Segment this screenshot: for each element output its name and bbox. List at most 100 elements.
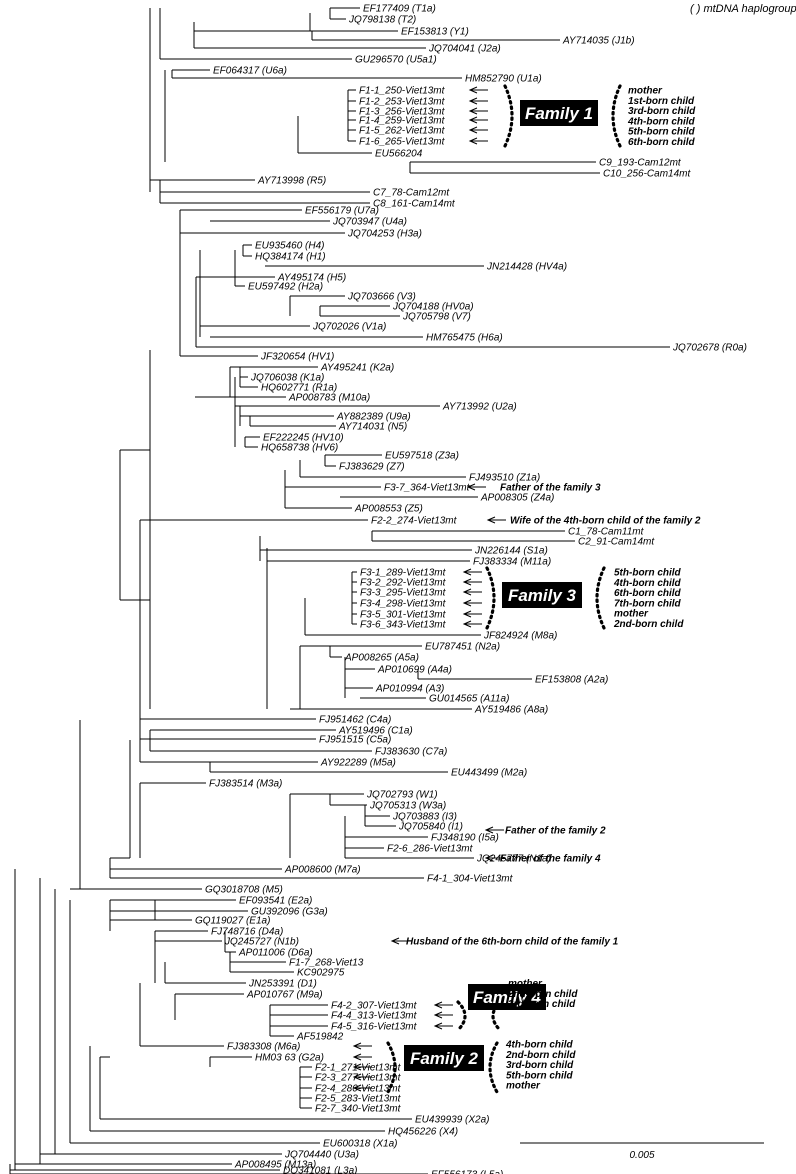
arrow-head	[433, 1022, 443, 1030]
haplogroup-label: (H5)	[324, 273, 346, 284]
family-role-label: 5th-born child	[506, 1070, 574, 1081]
leaf-label: AY882389 (U9a)	[336, 412, 411, 423]
leaf-label: FJ493510 (Z1a)	[469, 473, 540, 484]
leaf-label: F3-2_292-Viet13mt	[360, 578, 447, 589]
leaf-label: JQ702678 (R0a)	[672, 343, 747, 354]
leaf-accession: JQ798138	[348, 15, 396, 26]
haplogroup-label: (N5)	[385, 422, 407, 433]
arrow-head	[352, 1073, 362, 1081]
family-role-label: mother	[506, 1081, 541, 1092]
family-label: Family 3	[508, 586, 577, 605]
haplogroup-label: (D1)	[295, 979, 317, 990]
haplogroup-label: (H2a)	[295, 282, 323, 293]
leaf-label: JQ245777 (N1a)	[476, 854, 551, 865]
leaf-accession: EU566204	[375, 149, 423, 160]
family-label: Family 4	[473, 988, 542, 1007]
leaf-accession: EU443499	[451, 768, 499, 779]
haplogroup-label: (J2a)	[475, 44, 501, 55]
annotation-label: Father of the family 2	[505, 826, 606, 837]
family-role-label: 6th-born child	[614, 588, 682, 599]
leaf-label: HM765475 (H6a)	[426, 333, 503, 344]
leaf-label: HM852790 (U1a)	[465, 74, 542, 85]
leaf-label: HM03 63 (G2a)	[255, 1053, 324, 1064]
leaf-accession: AP008265	[344, 653, 392, 664]
leaf-accession: F3-1_289-Viet13mt	[360, 568, 447, 579]
leaf-label: F2-4_280-Viet13mt	[315, 1084, 402, 1095]
leaf-label: JN214428 (HV4a)	[486, 262, 567, 273]
haplogroup-label: (N1b)	[271, 937, 299, 948]
leaf-accession: DQ341081	[283, 1166, 331, 1174]
family-role-label: 2nd-born child	[613, 619, 684, 630]
leaf-label: AP010699 (A4a)	[377, 665, 452, 676]
arrow-head	[468, 107, 478, 115]
leaf-label: FJ383630 (C7a)	[375, 747, 447, 758]
family-role-label: 4th-born child	[627, 116, 696, 127]
leaf-label: AP008553 (Z5)	[354, 504, 423, 515]
family-role-label: 2nd-born child	[507, 989, 578, 1000]
haplogroup-label: (K1a)	[297, 373, 324, 384]
arrow-head	[466, 483, 476, 491]
haplogroup-label: (R0a)	[719, 343, 747, 354]
haplogroup-label: (K2a)	[367, 363, 394, 374]
leaf-label: AP008600 (M7a)	[284, 865, 361, 876]
leaf-accession: HQ658738	[261, 443, 310, 454]
leaf-accession: FJ383308	[227, 1042, 272, 1053]
leaf-label: FJ348190 (I5a)	[431, 833, 499, 844]
haplogroup-label: (V3)	[394, 292, 416, 303]
leaf-accession: F1-4_259-Viet13mt	[359, 116, 446, 127]
leaf-accession: AY495241	[320, 363, 367, 374]
leaf-label: AP010994 (A3)	[375, 684, 444, 695]
leaf-label: JQ706038 (K1a)	[250, 373, 324, 384]
haplogroup-label: (Y1)	[447, 27, 469, 38]
haplogroup-label: (H3a)	[394, 229, 422, 240]
leaf-accession: JQ702793	[366, 790, 414, 801]
haplogroup-label: (I1)	[445, 822, 463, 833]
leaf-label: AY713992 (U2a)	[442, 402, 517, 413]
leaf-accession: F3-2_292-Viet13mt	[360, 578, 447, 589]
haplogroup-label: (H1)	[303, 252, 325, 263]
leaf-label: AY519496 (C1a)	[338, 726, 413, 737]
arrow-head	[462, 588, 472, 596]
leaf-label: JQ705840 (I1)	[398, 822, 463, 833]
leaf-label: F4-2_307-Viet13mt	[331, 1001, 418, 1012]
leaf-accession: F2-2_274-Viet13mt	[371, 516, 458, 527]
leaf-label: AY519486 (A8a)	[474, 705, 548, 716]
leaf-label: EF153813 (Y1)	[401, 27, 469, 38]
leaf-accession: F2-7_340-Viet13mt	[315, 1104, 402, 1115]
haplogroup-label: (L5a)	[477, 1170, 503, 1174]
haplogroup-label: (M8a)	[528, 631, 557, 642]
leaf-accession: F2-5_283-Viet13mt	[315, 1094, 402, 1105]
leaf-label: JQ702793 (W1)	[366, 790, 438, 801]
leaf-label: EF222245 (HV10)	[263, 433, 344, 444]
haplogroup-label: (HV0a)	[439, 302, 473, 313]
leaf-accession: F1-5_262-Viet13mt	[359, 126, 446, 137]
leaf-accession: HM03 63	[255, 1053, 296, 1064]
leaf-label: F4-1_304-Viet13mt	[427, 874, 514, 885]
leaf-accession: AY922289	[320, 758, 367, 769]
family-bracket	[485, 566, 496, 630]
annotation-label: Wife of the 4th-born child of the family…	[510, 516, 701, 527]
haplogroup-label: (H4)	[302, 241, 324, 252]
leaf-accession: C8_161-Cam14mt	[373, 199, 456, 210]
leaf-label: GQ3018708 (M5)	[205, 885, 283, 896]
family-label-box	[468, 984, 546, 1010]
leaf-accession: F1-1_250-Viet13mt	[359, 86, 446, 97]
haplogroup-label: (C7a)	[419, 747, 447, 758]
leaf-label: JQ703666 (V3)	[347, 292, 416, 303]
arrow-head	[486, 516, 496, 524]
haplogroup-label: (C1a)	[385, 726, 413, 737]
leaf-accession: AF519842	[296, 1032, 344, 1043]
leaf-label: JQ705798 (V7)	[402, 312, 471, 323]
leaf-accession: AP008783	[288, 393, 336, 404]
leaf-label: JN226144 (S1a)	[474, 546, 548, 557]
haplogroup-label: (X1a)	[370, 1139, 397, 1150]
leaf-accession: FJ951462	[319, 715, 364, 726]
leaf-label: JQ704188 (HV0a)	[392, 302, 474, 313]
leaf-accession: C7_78-Cam12mt	[373, 188, 450, 199]
leaf-label: EF556179 (U7a)	[305, 206, 379, 217]
haplogroup-label: (S1a)	[521, 546, 548, 557]
leaf-accession: FJ748716	[211, 927, 256, 938]
leaf-accession: JQ245727	[224, 937, 272, 948]
leaf-accession: EF064317	[213, 66, 260, 77]
family-label: Family 1	[525, 104, 593, 123]
